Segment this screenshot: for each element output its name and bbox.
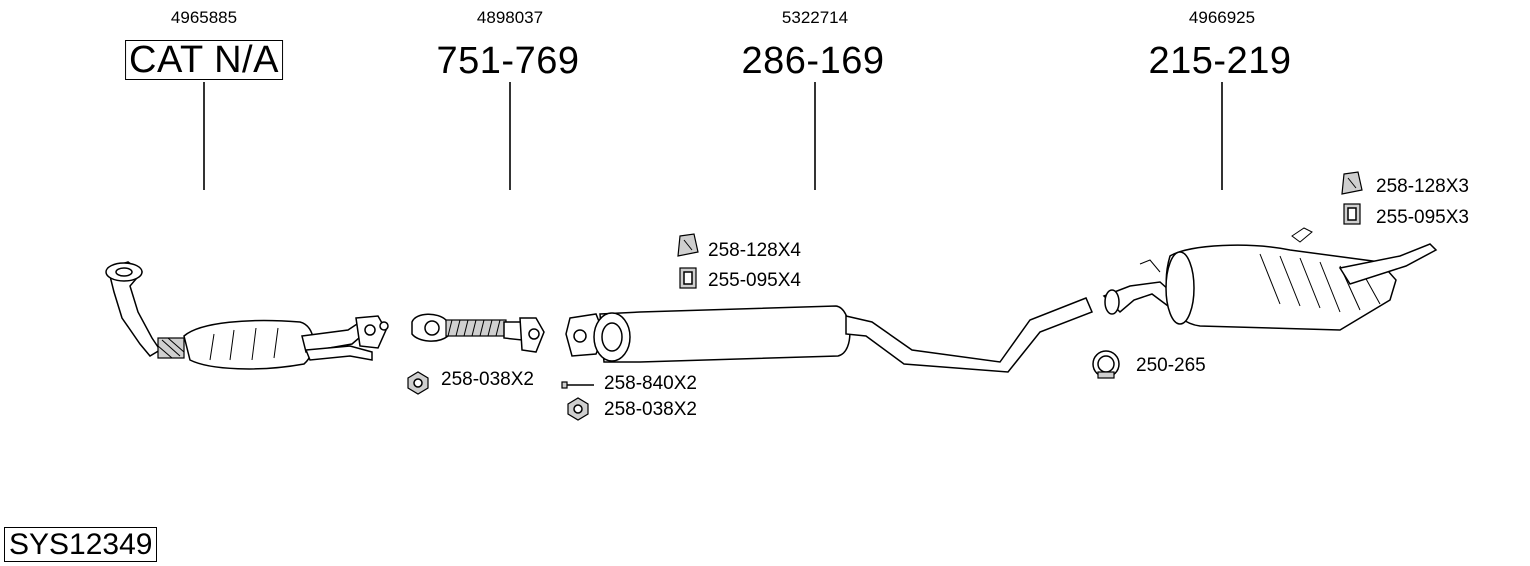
nut-icon-2 <box>567 397 589 421</box>
clamp-label: 250-265 <box>1136 355 1206 376</box>
part-number-cat: CAT N/A <box>125 40 283 80</box>
front-pipe-drawing <box>411 313 545 353</box>
oem-number-front-pipe: 4898037 <box>476 8 544 27</box>
part-number-front-pipe: 751-769 <box>436 40 580 82</box>
center-mount-b-label: 255-095X4 <box>708 270 801 291</box>
mid-bolt-label: 258-840X2 <box>604 373 697 394</box>
center-mount-a-label: 258-128X4 <box>708 240 801 261</box>
system-id-badge: SYS12349 <box>4 527 158 562</box>
catalytic-converter-drawing <box>105 261 389 370</box>
rear-silencer-drawing <box>1102 227 1438 331</box>
oem-number-center-silencer: 5322714 <box>781 8 849 27</box>
rubber-mount-icon-2 <box>1341 171 1363 195</box>
rubber-mount-icon <box>677 233 699 257</box>
hanger-block-icon <box>679 267 697 289</box>
clamp-icon <box>1092 350 1120 379</box>
rear-mount-a-label: 258-128X3 <box>1376 176 1469 197</box>
oem-number-rear-silencer: 4966925 <box>1188 8 1256 27</box>
mid-nut-label: 258-038X2 <box>604 399 697 420</box>
nut-icon <box>407 371 429 395</box>
hanger-block-icon-2 <box>1343 203 1361 225</box>
oem-number-cat: 4965885 <box>170 8 238 27</box>
bolt-icon <box>561 381 594 389</box>
part-number-center-silencer: 286-169 <box>741 40 885 82</box>
part-number-rear-silencer: 215-219 <box>1148 40 1292 82</box>
front-nut-label: 258-038X2 <box>441 369 534 390</box>
center-silencer-drawing <box>565 297 1093 373</box>
rear-mount-b-label: 255-095X3 <box>1376 207 1469 228</box>
